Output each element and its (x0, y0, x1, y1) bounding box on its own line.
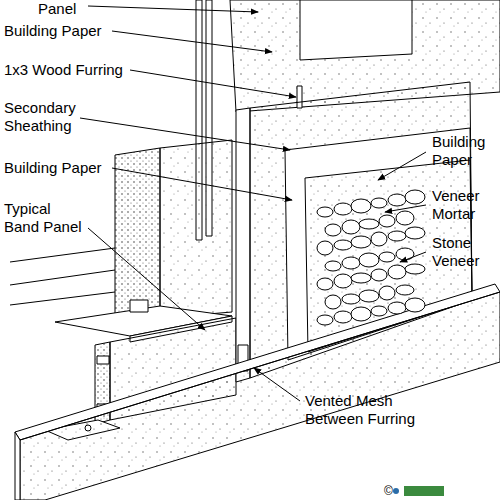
stone (396, 211, 414, 225)
leader-line (254, 368, 300, 401)
leader-line (112, 168, 292, 200)
stone (405, 264, 425, 274)
secondary-sheathing-edge (236, 108, 250, 382)
stone (317, 241, 333, 255)
stone (351, 236, 371, 248)
floor-joist (10, 248, 115, 262)
callout-label: Stone Veneer (432, 234, 494, 270)
leader-line (385, 205, 426, 212)
logo-mark (393, 486, 444, 496)
stone (342, 257, 360, 269)
stone (325, 224, 341, 236)
leader-line (88, 228, 205, 330)
stone (388, 265, 406, 279)
stone (342, 294, 360, 304)
rim-block (130, 300, 148, 312)
stone (379, 252, 395, 262)
leader-line (88, 6, 258, 12)
stone (359, 219, 379, 229)
stone (405, 190, 425, 204)
stone (371, 269, 387, 281)
callout-label: Secondary Sheathing (4, 99, 104, 135)
stone (317, 278, 333, 290)
leader-line (130, 70, 296, 97)
stone (371, 232, 387, 246)
stone-veneer (317, 190, 425, 325)
callout-label: © (384, 484, 398, 498)
stone (371, 306, 387, 316)
callout-label: Typical Band Panel (4, 200, 86, 236)
callout-label: Building Paper (4, 22, 144, 40)
stone (351, 307, 371, 321)
foundation-end (15, 432, 20, 500)
upper-panel-face (300, 0, 412, 60)
stone (405, 227, 425, 239)
stone (359, 290, 379, 302)
stone (405, 298, 425, 312)
floor-joist (10, 292, 115, 305)
stone (325, 295, 341, 309)
leader-line (400, 252, 426, 262)
foundation-wall (20, 292, 500, 500)
stone (388, 302, 406, 314)
stone (388, 231, 406, 241)
callout-label: Building Paper (4, 159, 144, 177)
sip-panel-face (160, 140, 232, 318)
stone (334, 311, 352, 323)
leader-line (378, 152, 426, 180)
stone (334, 240, 352, 250)
stone (342, 220, 360, 234)
callout-label: 1x3 Wood Furring (4, 61, 164, 79)
stone (359, 253, 379, 267)
stone (317, 315, 333, 325)
stone (396, 248, 414, 260)
callout-label: Veneer Mortar (432, 187, 494, 223)
stone (317, 207, 333, 217)
leader-line (80, 118, 290, 150)
floor-joist (10, 270, 115, 285)
stone (379, 215, 395, 227)
stone (388, 194, 406, 206)
stone (325, 261, 341, 271)
callout-label: Panel (38, 0, 98, 18)
leader-line (112, 31, 272, 52)
stone (334, 274, 352, 288)
stone (379, 286, 395, 300)
leader-lines (80, 6, 426, 401)
band-panel-spline (97, 356, 109, 364)
callout-label: Building Paper (432, 133, 494, 169)
stone (351, 199, 371, 213)
stone (334, 203, 352, 215)
stone (351, 273, 371, 283)
stone (371, 198, 387, 208)
stone (396, 285, 414, 295)
callout-label: Vented Mesh Between Furring (305, 392, 430, 428)
